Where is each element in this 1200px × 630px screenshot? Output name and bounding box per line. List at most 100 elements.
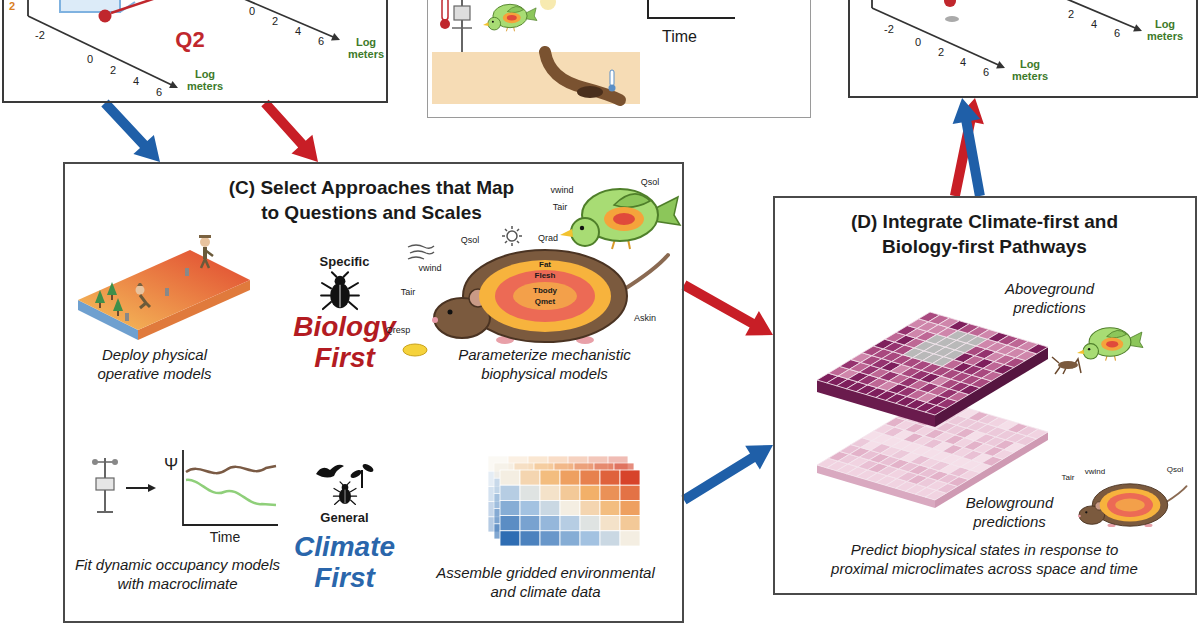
grid-cell: [540, 500, 560, 515]
scale-plot: [1133, 24, 1142, 31]
grid-cell: [1027, 429, 1048, 439]
grid-cell: [500, 516, 520, 531]
operative-model-landscape: [95, 290, 105, 308]
flow-arrow: [681, 445, 773, 504]
operative-model-landscape: [165, 288, 169, 296]
grid-cell: [620, 516, 640, 531]
biophysical-organisms: [408, 245, 434, 259]
panel: (D) Integrate Climate-first and Biology-…: [773, 196, 1197, 595]
grid-cell: [500, 470, 520, 485]
taxa-icons: [333, 482, 356, 505]
tick-label: 4: [133, 75, 139, 88]
operative-model-landscape: [78, 250, 250, 330]
biophysical-organisms: [1052, 328, 1187, 527]
variable-label: Fat: [539, 260, 551, 270]
variable-label: Qsol: [1167, 465, 1183, 475]
approach-name: Climate First: [285, 531, 405, 593]
biophysical-organisms: [403, 344, 427, 356]
taxa-icons: [316, 465, 344, 478]
microclimate-scene: [483, 4, 537, 31]
tick-label: 2: [938, 46, 944, 59]
biophysical-organisms: [432, 250, 668, 344]
beetle-icon: [321, 272, 359, 309]
caption: Fit dynamic occupancy models with macroc…: [69, 555, 287, 593]
variable-label: Qresp: [386, 325, 411, 336]
scale-plot: [169, 81, 178, 88]
caption: Belowground predictions: [957, 493, 1062, 531]
tick-label: 6: [983, 66, 989, 79]
grid-cell: [540, 516, 560, 531]
variable-label: vwind: [418, 263, 441, 274]
operative-model-landscape: [125, 313, 129, 321]
operative-model-landscape: [185, 268, 189, 276]
flow-arrow: [950, 98, 984, 197]
grid-cell: [1027, 344, 1048, 354]
variable-label: Askin: [634, 313, 656, 324]
caption: Assemble gridded environmental and clima…: [428, 563, 663, 601]
tick-label: 4: [960, 56, 966, 69]
grid-cell: [560, 516, 580, 531]
scale-plot: [60, 0, 120, 12]
grid-cell: [580, 500, 600, 515]
axis-title: Time: [662, 26, 697, 45]
caption: Parameterize mechanistic biophysical mod…: [445, 345, 645, 383]
variable-label: Qsol: [641, 177, 660, 188]
taxa-icons: [361, 462, 374, 473]
variable-label: Flesh: [535, 271, 556, 281]
tick-label: 6: [1114, 27, 1120, 40]
microclimate-scene: [577, 86, 603, 98]
operative-model-landscape: [113, 298, 123, 316]
grid-cell: [620, 470, 640, 485]
microclimate-scene: [440, 19, 450, 29]
scale-plot: [872, 8, 1003, 67]
weather-station: [92, 458, 156, 512]
variable-label: Tbody: [533, 286, 557, 296]
operative-model-landscape: [199, 235, 211, 238]
quantity-label: Q2: [175, 27, 204, 53]
weather-station: [112, 459, 118, 465]
grid-cell: [580, 531, 600, 546]
grid-cell: [500, 500, 520, 515]
microclimate-scene: [452, 27, 472, 29]
microclimate-scene: [432, 0, 735, 104]
grid-cell: [580, 470, 600, 485]
operative-model-landscape: [201, 250, 213, 268]
scope-label: General: [320, 510, 368, 526]
scale-plot: [871, 0, 873, 8]
occupancy-graph: [183, 450, 278, 525]
prediction-grid: [817, 397, 1048, 508]
scale-plot: [28, 0, 340, 88]
weather-station: [148, 484, 156, 492]
microclimate-scene: [609, 85, 616, 92]
scale-plot: [1050, 0, 1140, 30]
tick-label: 2: [272, 15, 278, 28]
grid-side: [935, 347, 1048, 427]
grid-cell: [560, 485, 580, 500]
tick-label: 2: [110, 64, 116, 77]
taxa-icons: [349, 468, 362, 479]
microclimate-scene: [540, 0, 556, 10]
variable-label: vwind: [550, 185, 573, 196]
grid-cell: [520, 470, 540, 485]
microclimate-scene: [648, 0, 735, 18]
occupancy-graph: [186, 480, 276, 505]
microclimate-scene: [454, 6, 470, 20]
grid-cell: [560, 531, 580, 546]
tick-label: 0: [249, 5, 255, 18]
flow-arrow: [682, 281, 773, 336]
scale-plot: [228, 0, 338, 39]
grid-cell: [520, 516, 540, 531]
operative-model-landscape: [107, 282, 117, 300]
scale-plot: [28, 16, 176, 87]
panel: Q2Log metersLog meters: [2, 0, 388, 103]
scale-plot: [99, 10, 112, 23]
beetle-icon: [321, 272, 359, 309]
scale-plot: [872, 0, 1142, 68]
flow-arrow: [101, 100, 160, 162]
biophysical-organisms: [1052, 357, 1081, 374]
taxa-icons: [316, 462, 375, 504]
grid-cell: [600, 500, 620, 515]
approach-name: Biology First: [285, 311, 405, 373]
taxa-icons: [361, 470, 363, 488]
